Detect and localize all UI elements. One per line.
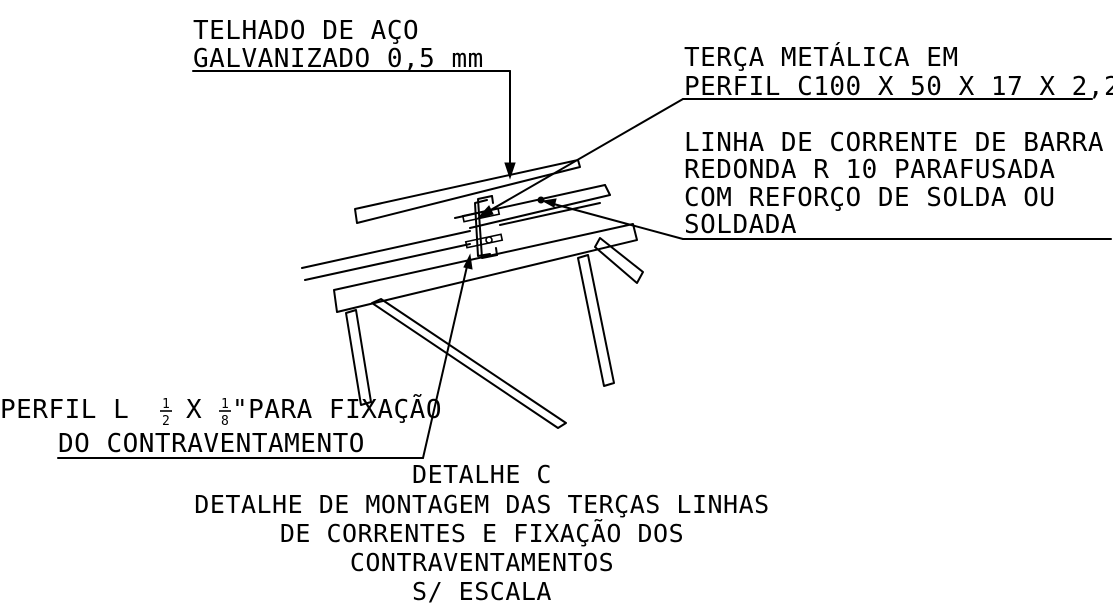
title-line3: DE CORRENTES E FIXAÇÃO DOS [280,518,684,548]
purlin-label-line2: PERFIL C100 X 50 X 17 X 2,25 [684,72,1113,102]
title-line2: DETALHE DE MONTAGEM DAS TERÇAS LINHAS [194,490,769,519]
bracing-members [345,237,644,429]
angle-label-suffix: "PARA FIXAÇÃO [232,393,442,425]
angle-frac2-num: 1 [221,397,229,412]
angle-label: PERFIL L 1 2 X 1 8 "PARA FIXAÇÃO DO CONT… [0,393,442,459]
title-line4: CONTRAVENTAMENTOS [350,548,614,577]
sag-rod-label: LINHA DE CORRENTE DE BARRA REDONDA R 10 … [684,128,1104,240]
roof-label-line1: TELHADO DE AÇO [193,16,419,46]
roof-sheet [354,159,581,224]
angle-frac2-den: 8 [221,414,229,429]
purlin-label: TERÇA METÁLICA EM PERFIL C100 X 50 X 17 … [684,41,1113,102]
purlin-label-line1: TERÇA METÁLICA EM [684,41,959,73]
title-line5: S/ ESCALA [412,577,552,606]
detail-title: DETALHE C DETALHE DE MONTAGEM DAS TERÇAS… [194,460,769,606]
title-line1: DETALHE C [412,460,552,489]
rafter-lines [301,202,601,281]
angle-frac1-num: 1 [162,397,170,412]
leader-lines [57,70,1112,459]
roof-label-line2: GALVANIZADO 0,5 mm [193,44,484,74]
roof-label: TELHADO DE AÇO GALVANIZADO 0,5 mm [193,16,484,74]
angle-label-line2: DO CONTRAVENTAMENTO [58,429,365,459]
purlin-c-profile [461,195,504,259]
sag-rod-label-line3: COM REFORÇO DE SOLDA OU [684,183,1056,213]
angle-frac1-den: 2 [162,414,170,429]
sag-rod-section [537,196,545,204]
sag-rod-label-line4: SOLDADA [684,210,797,240]
angle-label-prefix: PERFIL L [0,395,129,425]
sag-rod-label-line1: LINHA DE CORRENTE DE BARRA [684,128,1104,158]
sag-rod-label-line2: REDONDA R 10 PARAFUSADA [684,155,1056,185]
angle-label-mid: X [186,395,202,425]
top-chord [333,223,638,313]
